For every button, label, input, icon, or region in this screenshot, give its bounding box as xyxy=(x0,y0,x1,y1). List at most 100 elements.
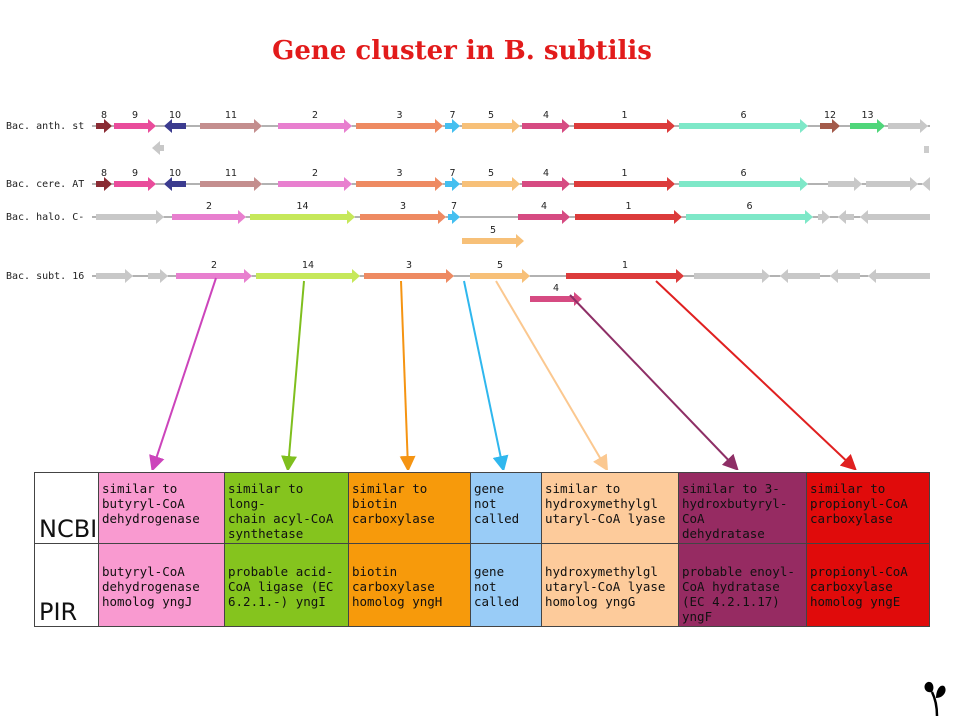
gene-arrow-2 xyxy=(278,119,352,133)
cell-text-line: utaryl-CoA lyase xyxy=(545,579,666,594)
gene-arrow-5 xyxy=(470,269,530,283)
cell-text-line: 6.2.1.-) yngI xyxy=(228,594,326,609)
cell-pir-col6: probable enoyl-CoA hydratase(EC 4.2.1.17… xyxy=(678,543,807,627)
cell-text-line: (EC 4.2.1.17) xyxy=(682,594,780,609)
gene-label-8: 8 xyxy=(101,110,107,121)
cell-text-line: CoA xyxy=(682,511,705,526)
gene-arrow-1 xyxy=(566,269,684,283)
gene-arrow-7 xyxy=(445,177,460,191)
pointer-arrow-gene-7 xyxy=(463,280,509,470)
gene-arrow-grey xyxy=(818,210,830,224)
gene-arrow-13 xyxy=(850,119,885,133)
gene-arrow-12 xyxy=(820,119,840,133)
gene-arrow-2 xyxy=(278,177,352,191)
gene-label-6: 6 xyxy=(740,110,746,121)
gene-arrow-7 xyxy=(445,119,460,133)
gene-label-3: 3 xyxy=(406,260,412,271)
cell-text-line: CoA hydratase xyxy=(682,579,780,594)
gene-label-11: 11 xyxy=(225,110,237,121)
gene-arrow-11 xyxy=(200,177,262,191)
gene-label-7: 7 xyxy=(451,201,457,212)
gene-arrow-grey xyxy=(148,269,168,283)
gene-arrow-4 xyxy=(518,210,570,224)
cell-text-line: called xyxy=(474,594,520,609)
gene-arrow-6 xyxy=(679,177,808,191)
gene-arrow-grey xyxy=(860,210,930,224)
gene-arrow-9 xyxy=(114,119,156,133)
cell-text-line: hydroxymethylgl xyxy=(545,496,658,511)
gene-arrow-5 xyxy=(462,234,524,248)
gene-arrow-5 xyxy=(462,177,520,191)
cell-text-line: dehydratase xyxy=(682,526,765,541)
cell-text-line: not xyxy=(474,579,497,594)
grey-block xyxy=(924,146,929,153)
gene-arrow-grey xyxy=(922,177,930,191)
cell-text-line: similar to xyxy=(810,481,886,496)
cell-text-line: similar to xyxy=(102,481,178,496)
gene-arrow-grey xyxy=(780,269,820,283)
gene-arrow-2 xyxy=(176,269,252,283)
gene-label-7: 7 xyxy=(449,168,455,179)
gene-label-6: 6 xyxy=(740,168,746,179)
gene-label-1: 1 xyxy=(622,260,628,271)
gene-label-2: 2 xyxy=(206,201,212,212)
gene-arrow-11 xyxy=(200,119,262,133)
gene-label-2: 2 xyxy=(312,110,318,121)
gene-arrow-grey xyxy=(866,177,918,191)
pointer-arrow-gene-14 xyxy=(281,280,305,470)
gene-label-10: 10 xyxy=(169,168,181,179)
cell-text-line: similar to long- xyxy=(228,481,304,511)
gene-label-3: 3 xyxy=(400,201,406,212)
cell-text-line: biotin xyxy=(352,564,398,579)
cell-text-line: synthetase xyxy=(228,526,304,541)
gene-arrow-grey xyxy=(868,269,930,283)
gene-arrow-3 xyxy=(356,119,443,133)
gene-label-7: 7 xyxy=(449,110,455,121)
gene-label-11: 11 xyxy=(225,168,237,179)
gene-arrow-10 xyxy=(164,119,186,133)
cell-text-line: carboxylase xyxy=(810,579,893,594)
gene-arrow-7 xyxy=(448,210,460,224)
gene-arrow-1 xyxy=(574,119,675,133)
cell-text-line: probable enoyl- xyxy=(682,564,795,579)
page-title: Gene cluster in B. subtilis xyxy=(272,36,652,66)
gene-label-1: 1 xyxy=(621,168,627,179)
gene-arrow-4 xyxy=(522,177,570,191)
gene-arrow-14 xyxy=(250,210,355,224)
cell-text-line: homolog yngJ xyxy=(102,594,193,609)
gene-label-12: 12 xyxy=(824,110,836,121)
gene-label-10: 10 xyxy=(169,110,181,121)
gene-arrow-3 xyxy=(360,210,446,224)
sprout-logo-icon xyxy=(924,681,946,717)
cell-text-line: CoA ligase (EC xyxy=(228,579,334,594)
cell-text-line: butyryl-CoA xyxy=(102,496,185,511)
gene-arrow-3 xyxy=(356,177,443,191)
cell-text-line: similar to 3- xyxy=(682,481,780,496)
cell-text-line: gene xyxy=(474,481,505,496)
cell-text-line: homolog yngE xyxy=(810,594,901,609)
gene-label-8: 8 xyxy=(101,168,107,179)
gene-arrow-1 xyxy=(574,177,675,191)
pointer-arrow-gene-2 xyxy=(149,277,217,470)
gene-arrow-grey xyxy=(96,269,133,283)
gene-arrow-grey xyxy=(694,269,770,283)
gene-label-5: 5 xyxy=(497,260,503,271)
pointer-arrow-gene-4 xyxy=(569,294,739,470)
gene-label-6: 6 xyxy=(746,201,752,212)
cell-text-line: yngF xyxy=(682,609,713,624)
gene-label-5: 5 xyxy=(488,168,494,179)
cell-text-line: propionyl-CoA xyxy=(810,564,908,579)
gene-arrow-2 xyxy=(172,210,246,224)
row-header-ncbi: NCBI xyxy=(34,472,99,544)
gene-label-3: 3 xyxy=(396,168,402,179)
cell-text-line: probable acid- xyxy=(228,564,334,579)
gene-label-14: 14 xyxy=(296,201,308,212)
